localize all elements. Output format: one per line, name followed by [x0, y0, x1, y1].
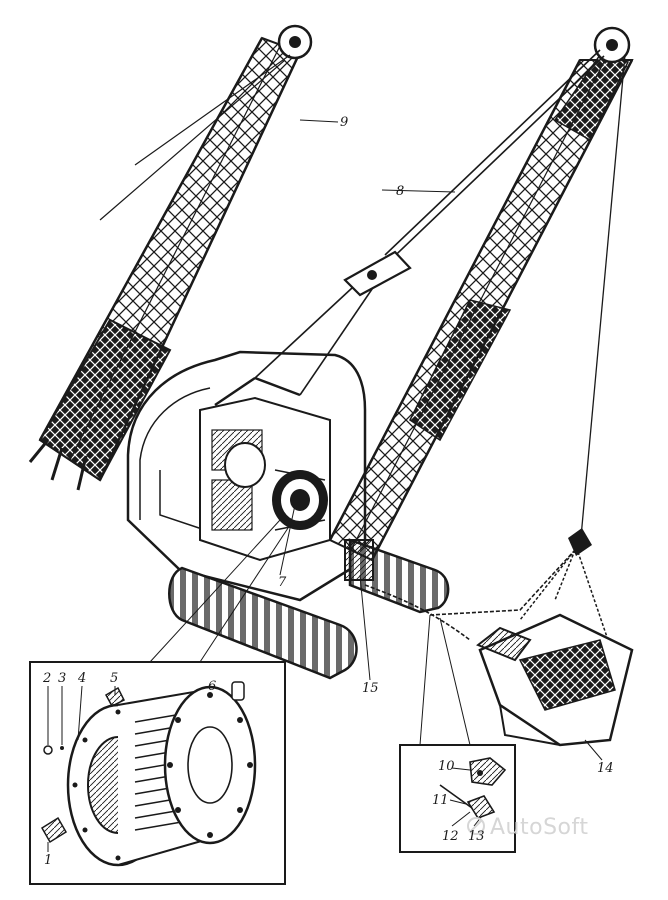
chain-detail-inset: [399, 744, 516, 853]
callout-12: 12: [442, 829, 459, 844]
callout-11: 11: [432, 793, 449, 808]
callout-8: 8: [396, 184, 405, 199]
callout-2: 2: [43, 671, 52, 686]
leader-lines: [149, 119, 603, 761]
callout-7: 7: [278, 575, 287, 590]
callout-3: 3: [58, 671, 67, 686]
callout-1: 1: [44, 853, 53, 868]
callout-9: 9: [340, 115, 349, 130]
dragline-bucket: [364, 528, 634, 747]
drum-detail-inset: [29, 661, 286, 885]
watermark-logo: [467, 817, 485, 835]
watermark-text: AutoSoft: [490, 815, 589, 840]
callout-13: 13: [468, 829, 485, 844]
callout-5: 5: [110, 671, 119, 686]
callout-14: 14: [597, 761, 614, 776]
callout-15: 15: [362, 681, 379, 696]
right-boom: [254, 26, 634, 581]
left-boom: [28, 24, 313, 491]
callout-4: 4: [78, 671, 87, 686]
callout-6: 6: [208, 679, 217, 694]
machine-house: [126, 350, 367, 602]
callout-10: 10: [438, 759, 455, 774]
